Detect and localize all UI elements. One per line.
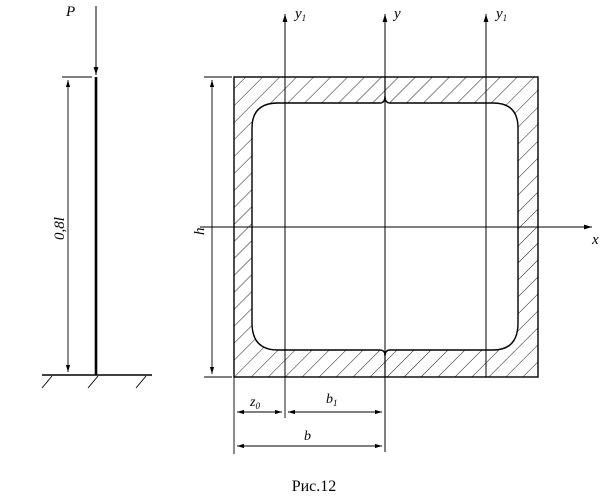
- load-label: P: [65, 4, 75, 20]
- z0-letter: z: [249, 395, 256, 410]
- length-label: 0,8l: [52, 217, 68, 240]
- b1-label: b1: [326, 392, 338, 408]
- b1-letter: b: [326, 392, 333, 407]
- x-axis-label: x: [591, 232, 599, 248]
- y1-right-letter: y: [494, 6, 503, 22]
- column-scheme: P 0,8l: [41, 4, 152, 389]
- b1-subscript: 1: [333, 398, 338, 408]
- figure-caption: Рис.12: [292, 478, 337, 495]
- y-axis-label: y: [392, 6, 401, 22]
- z0-subscript: 0: [255, 401, 260, 411]
- b-label: b: [304, 429, 311, 444]
- y1-right-subscript: 1: [503, 13, 508, 23]
- y1-axis-right-label: y1: [494, 6, 507, 23]
- y1-left-subscript: 1: [302, 13, 307, 23]
- y1-left-letter: y: [293, 6, 302, 22]
- h-label: h: [192, 228, 208, 236]
- y1-axis-left-label: y1: [293, 6, 306, 23]
- ground-hatch: [41, 375, 147, 389]
- cross-section: x y y1 y1 h z0 b1 b: [192, 6, 599, 454]
- z0-label: z0: [249, 395, 260, 411]
